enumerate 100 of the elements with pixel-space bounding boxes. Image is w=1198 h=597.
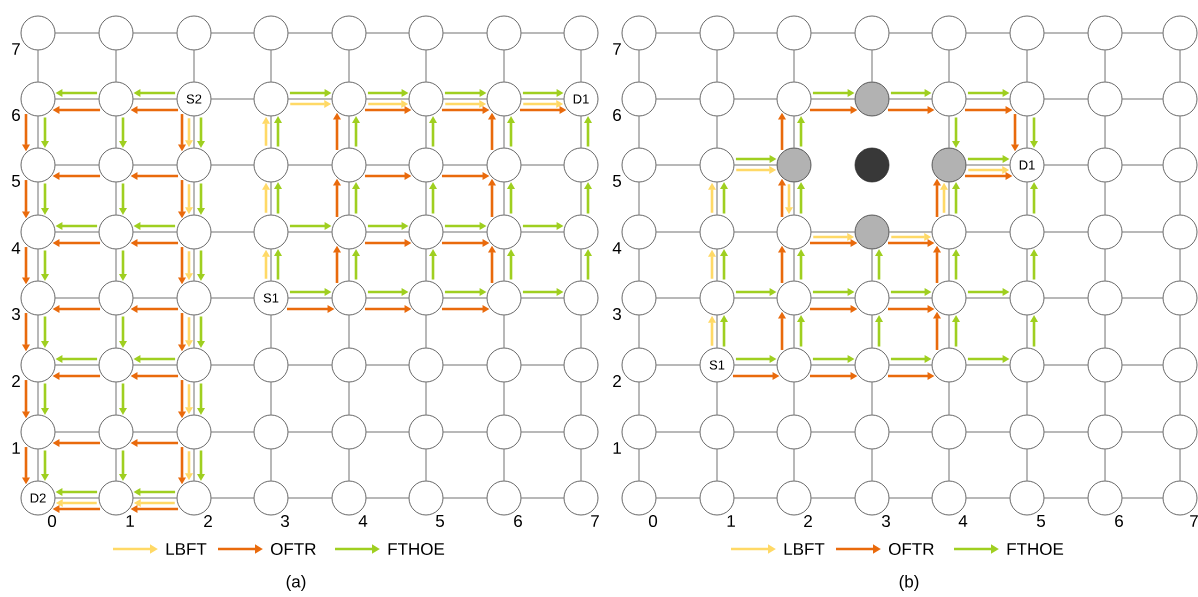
link-line <box>37 249 39 281</box>
link-line <box>656 231 700 233</box>
link-line <box>193 182 195 215</box>
node-circle <box>931 347 967 383</box>
link-line <box>288 431 332 433</box>
link-line <box>948 50 950 82</box>
link-line <box>521 497 564 499</box>
link-line <box>366 497 409 499</box>
node-circle <box>1087 81 1123 117</box>
link-line <box>288 364 332 366</box>
link-line <box>1044 431 1088 433</box>
link-line <box>638 382 640 415</box>
link-line <box>966 431 1010 433</box>
link-line <box>638 249 640 281</box>
route-arrow <box>119 117 128 148</box>
link-line <box>793 382 795 415</box>
link-line <box>288 98 332 100</box>
node-circle <box>776 280 812 316</box>
route-arrow <box>197 250 206 281</box>
link-line <box>288 297 332 299</box>
route-arrow <box>1030 117 1039 148</box>
node-circle <box>1162 214 1198 250</box>
node-circle <box>408 15 444 51</box>
node-circle <box>486 214 522 250</box>
row-number: 4 <box>612 242 622 254</box>
panel-caption: (b) <box>899 575 919 591</box>
link-line <box>811 431 855 433</box>
link-line <box>889 364 932 366</box>
node-circle <box>621 147 657 183</box>
link-line <box>366 98 409 100</box>
node-circle <box>776 347 812 383</box>
row-number: 2 <box>613 375 621 387</box>
link-line <box>580 50 582 82</box>
link-line <box>716 182 718 215</box>
link-line <box>115 249 117 281</box>
link-line <box>521 364 564 366</box>
link-line <box>1044 364 1088 366</box>
link-line <box>889 98 932 100</box>
link-line <box>871 449 873 481</box>
node-circle <box>563 15 599 51</box>
link-line <box>948 449 950 481</box>
link-line <box>1104 182 1106 215</box>
link-line <box>580 315 582 348</box>
link-line <box>521 164 564 166</box>
link-line <box>734 431 777 433</box>
node-circle <box>176 214 212 250</box>
link-line <box>811 32 855 34</box>
route-arrow <box>197 316 206 348</box>
link-line <box>211 431 254 433</box>
node-circle <box>486 280 522 316</box>
link-line <box>871 50 873 82</box>
link-line <box>503 116 505 148</box>
column-number: 1 <box>126 515 134 527</box>
node-circle <box>98 81 134 117</box>
node-circle <box>776 15 812 51</box>
link-line <box>656 32 700 34</box>
link-line <box>889 32 932 34</box>
row-number: 7 <box>613 43 621 55</box>
column-number: 3 <box>280 515 289 528</box>
link-line <box>1044 98 1088 100</box>
node-circle <box>176 147 212 183</box>
link-line <box>734 297 777 299</box>
node-circle <box>621 414 657 450</box>
link-line <box>889 231 932 233</box>
legend-label: LBFT <box>784 543 825 555</box>
node-circle <box>621 81 657 117</box>
node-circle <box>1162 81 1198 117</box>
node-circle <box>408 414 444 450</box>
link-line <box>366 297 409 299</box>
node-circle <box>20 15 56 51</box>
node-circle <box>563 347 599 383</box>
node-circle <box>1162 15 1198 51</box>
node-circle <box>1162 414 1198 450</box>
link-line <box>211 297 254 299</box>
node-circle <box>1162 147 1198 183</box>
row-number: 5 <box>11 175 20 187</box>
link-line <box>55 231 99 233</box>
column-number: 5 <box>1036 515 1045 527</box>
link-line <box>793 182 795 215</box>
column-number: 4 <box>358 515 368 527</box>
column-number: 7 <box>591 515 599 527</box>
link-line <box>115 315 117 348</box>
link-line <box>443 364 487 366</box>
node-circle <box>1009 480 1045 516</box>
node-circle <box>176 15 212 51</box>
link-line <box>55 431 99 433</box>
route-arrow <box>119 316 128 348</box>
column-number: 6 <box>514 515 522 528</box>
node-circle <box>486 414 522 450</box>
link-line <box>793 315 795 348</box>
link-line <box>133 98 177 100</box>
link-line <box>948 382 950 415</box>
node-circle <box>408 347 444 383</box>
link-line <box>55 297 99 299</box>
link-line <box>133 297 177 299</box>
link-line <box>580 249 582 281</box>
link-line <box>871 382 873 415</box>
link-line <box>1104 249 1106 281</box>
node-circle <box>486 347 522 383</box>
link-line <box>656 164 700 166</box>
